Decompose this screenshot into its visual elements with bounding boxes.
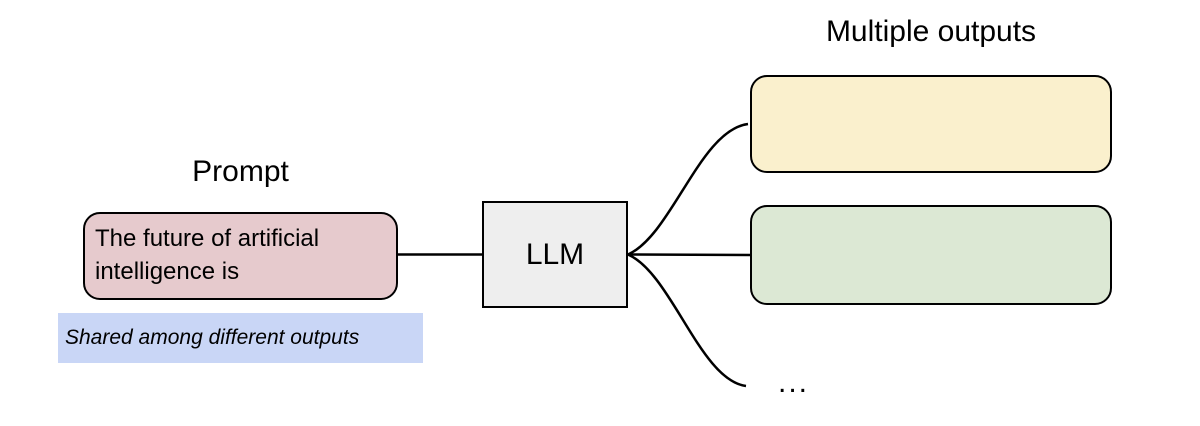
prompt-text: The future of artificial intelligence is [95, 225, 320, 285]
llm-box: LLM [482, 201, 628, 308]
connector-llm-to-output-1 [627, 122, 749, 256]
output-box-green [750, 205, 1112, 305]
shared-note-text: Shared among different outputs [65, 326, 360, 349]
outputs-title: Multiple outputs [825, 15, 1037, 48]
connector-llm-to-output-2 [627, 253, 752, 257]
llm-label: LLM [525, 237, 585, 271]
output-box-yellow [750, 75, 1112, 173]
prompt-box: The future of artificial intelligence is [83, 212, 398, 300]
connector-llm-to-output-3 [627, 253, 747, 388]
prompt-title: Prompt [192, 155, 289, 188]
more-outputs-ellipsis: ... [778, 366, 810, 399]
shared-note: Shared among different outputs [58, 313, 423, 363]
